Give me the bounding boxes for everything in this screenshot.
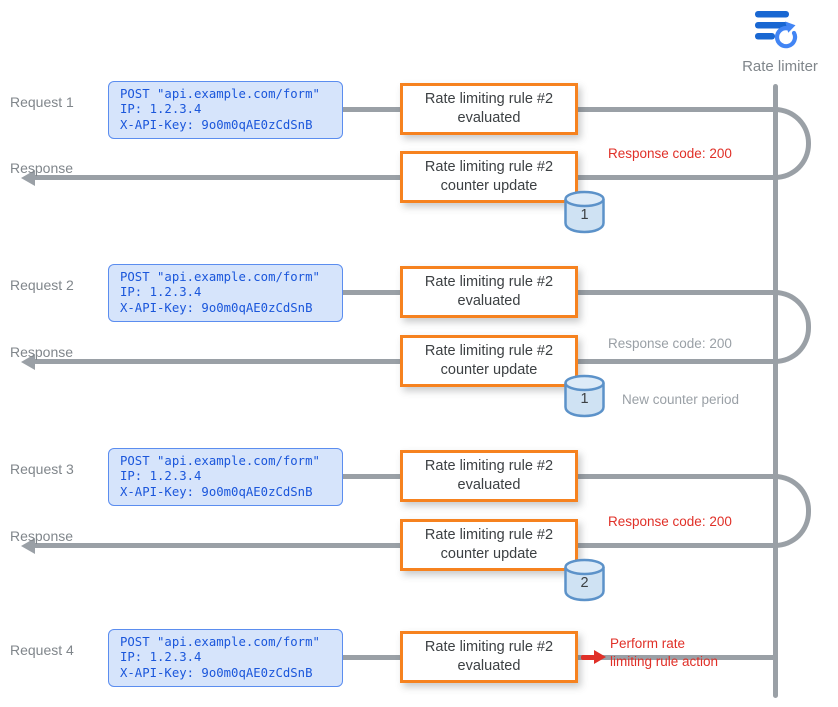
rule-action-arrow-stem — [581, 655, 595, 660]
response-code-annotation: Response code: 200 — [608, 336, 732, 351]
counter-value: 1 — [580, 391, 589, 407]
payload-line: X-API-Key: 9o0m0qAE0zCdSnB — [120, 484, 313, 499]
rule-action-arrow-icon — [594, 650, 606, 664]
payload-line: POST "api.example.com/form" — [120, 270, 320, 284]
rule-box-line: Rate limiting rule #2 — [424, 527, 554, 544]
payload-line: IP: 1.2.3.4 — [120, 285, 202, 300]
payload-line: IP: 1.2.3.4 — [120, 650, 202, 665]
counter-database: 1 — [561, 189, 608, 234]
rule-evaluated-box: Rate limiting rule #2 evaluated — [400, 450, 578, 502]
response-label: Response — [10, 344, 74, 360]
rule-box-line: Rate limiting rule #2 — [424, 343, 554, 360]
rule-evaluated-box: Rate limiting rule #2 evaluated — [400, 631, 578, 683]
payload-line: X-API-Key: 9o0m0qAE0zCdSnB — [120, 665, 313, 680]
payload-line: IP: 1.2.3.4 — [120, 102, 202, 117]
rule-box-line: evaluated — [457, 293, 521, 309]
payload-line: X-API-Key: 9o0m0qAE0zCdSnB — [120, 117, 313, 132]
rule-action-annotation: limiting rule action — [610, 654, 719, 669]
payload-line: X-API-Key: 9o0m0qAE0zCdSnB — [120, 300, 313, 315]
rule-box-line: evaluated — [457, 658, 521, 674]
rule-box-line: Rate limiting rule #2 — [424, 274, 554, 291]
counter-database: 1 — [561, 373, 608, 418]
counter-update-box: Rate limiting rule #2 counter update — [400, 335, 578, 387]
payload-line: POST "api.example.com/form" — [120, 87, 320, 101]
response-arrowhead — [21, 538, 35, 554]
request-label: Request 3 — [10, 461, 74, 477]
counter-value: 2 — [580, 575, 589, 591]
request-label: Request 4 — [10, 642, 74, 658]
rate-limiter-lifeline — [773, 84, 778, 698]
request-label: Request 1 — [10, 94, 74, 110]
request-payload-box: POST "api.example.com/form" IP: 1.2.3.4 … — [108, 81, 343, 139]
payload-line: POST "api.example.com/form" — [120, 635, 320, 649]
response-arrowhead — [21, 170, 35, 186]
rule-box-line: Rate limiting rule #2 — [424, 91, 554, 108]
rule-box-line: counter update — [440, 546, 538, 562]
counter-value: 1 — [580, 207, 589, 223]
rule-box-line: Rate limiting rule #2 — [424, 458, 554, 475]
request-payload-box: POST "api.example.com/form" IP: 1.2.3.4 … — [108, 264, 343, 322]
counter-update-box: Rate limiting rule #2 counter update — [400, 151, 578, 203]
rule-action-annotation: Perform rate — [610, 636, 686, 651]
response-code-annotation: Response code: 200 — [608, 514, 732, 529]
rate-limiter-icon — [749, 5, 803, 58]
payload-line: IP: 1.2.3.4 — [120, 469, 202, 484]
response-label: Response — [10, 160, 74, 176]
rule-evaluated-box: Rate limiting rule #2 evaluated — [400, 83, 578, 135]
request-payload-box: POST "api.example.com/form" IP: 1.2.3.4 … — [108, 448, 343, 506]
rule-box-line: Rate limiting rule #2 — [424, 159, 554, 176]
rule-box-line: evaluated — [457, 477, 521, 493]
new-period-annotation: New counter period — [622, 392, 740, 407]
period-arc — [775, 290, 811, 364]
period-arc — [775, 107, 811, 180]
rule-box-line: Rate limiting rule #2 — [424, 639, 554, 656]
request-label: Request 2 — [10, 277, 74, 293]
rule-evaluated-box: Rate limiting rule #2 evaluated — [400, 266, 578, 318]
response-code-annotation: Response code: 200 — [608, 146, 732, 161]
response-arrowhead — [21, 354, 35, 370]
rule-box-line: counter update — [440, 362, 538, 378]
payload-line: POST "api.example.com/form" — [120, 454, 320, 468]
counter-database: 2 — [561, 557, 608, 602]
counter-update-box: Rate limiting rule #2 counter update — [400, 519, 578, 571]
rule-box-line: counter update — [440, 178, 538, 194]
request-payload-box: POST "api.example.com/form" IP: 1.2.3.4 … — [108, 629, 343, 687]
period-arc — [775, 474, 811, 548]
response-label: Response — [10, 528, 74, 544]
rule-box-line: evaluated — [457, 110, 521, 126]
legend-label: Rate limiter — [742, 58, 818, 75]
